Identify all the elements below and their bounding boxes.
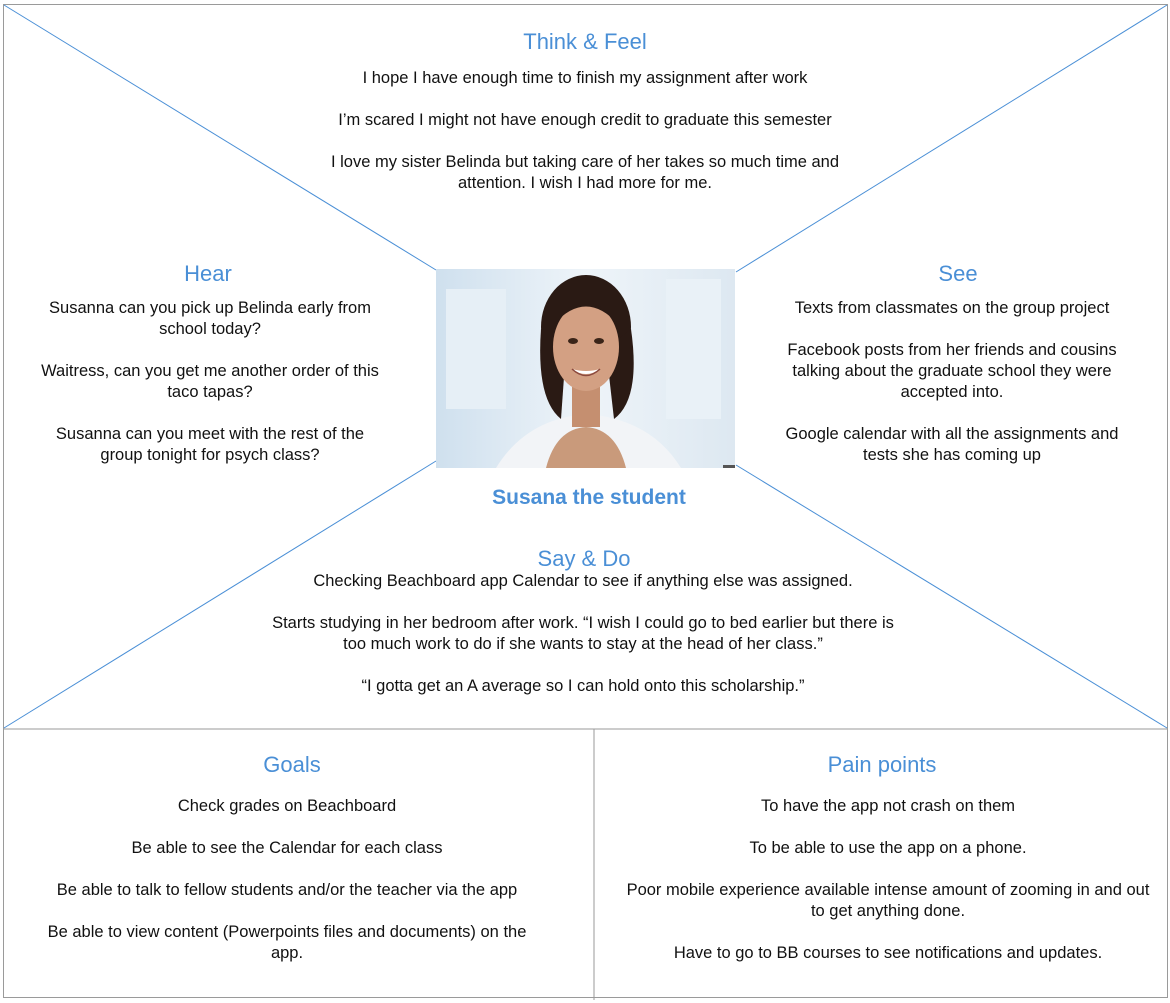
pain-points-item: Have to go to BB courses to see notifica… [673,944,1103,962]
see-list: Texts from classmates on the group proje… [770,298,1134,466]
hear-item: Susanna can you meet with the rest of th… [55,425,365,464]
see-item: Facebook posts from her friends and cous… [787,341,1117,401]
diagonal-bottom-right [735,464,1168,729]
persona-name: Susana the student [492,486,686,509]
hear-item: Susanna can you pick up Belinda early fr… [49,299,371,338]
say-do-item: “I gotta get an A average so I can hold … [361,677,805,695]
say-do-item: Starts studying in her bedroom after wor… [272,614,894,653]
pain-points-list: To have the app not crash on them To be … [622,796,1154,964]
hear-title: Hear [184,261,232,286]
goals-item: Be able to talk to fellow students and/o… [56,881,518,899]
say-do-list: Checking Beachboard app Calendar to see … [258,571,908,697]
see-item: Texts from classmates on the group proje… [794,299,1110,317]
goals-item: Be able to view content (Powerpoints fil… [47,923,527,962]
outer-border [3,4,1168,998]
pain-points-item: Poor mobile experience available intense… [626,881,1150,920]
pain-points-title: Pain points [827,752,937,777]
persona-photo [436,269,735,468]
think-feel-title: Think & Feel [523,29,647,54]
diagonal-top-left [3,4,437,271]
diagonal-bottom-left [3,460,437,729]
hear-item: Waitress, can you get me another order o… [41,362,379,401]
pain-points-item: To be able to use the app on a phone. [749,839,1027,857]
goals-title: Goals [263,752,321,777]
say-do-title: Say & Do [537,546,631,571]
say-do-item: Checking Beachboard app Calendar to see … [313,572,853,590]
think-feel-item: I hope I have enough time to finish my a… [362,69,808,87]
goals-item: Be able to see the Calendar for each cla… [131,839,443,857]
pain-points-item: To have the app not crash on them [760,797,1016,815]
hear-list: Susanna can you pick up Belinda early fr… [40,298,380,466]
think-feel-list: I hope I have enough time to finish my a… [292,68,878,194]
goals-item: Check grades on Beachboard [177,797,397,815]
think-feel-item: I love my sister Belinda but taking care… [330,153,840,192]
goals-list: Check grades on Beachboard Be able to se… [14,796,560,964]
see-item: Google calendar with all the assignments… [785,425,1119,464]
diagonal-top-right [735,4,1168,273]
see-title: See [938,261,978,286]
think-feel-item: I’m scared I might not have enough credi… [338,111,832,129]
